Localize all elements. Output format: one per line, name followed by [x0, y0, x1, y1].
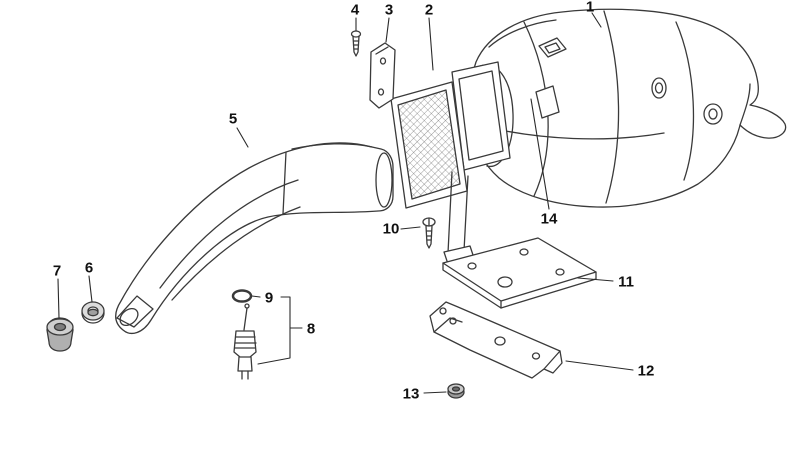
- screw-10: [422, 217, 436, 249]
- mounting-bracket-3: [369, 42, 396, 109]
- air-filter-housing: [469, 8, 787, 208]
- callout-2: 2: [424, 1, 434, 19]
- housing-detail-14: [535, 85, 560, 119]
- callout-4: 4: [350, 1, 360, 19]
- callout-14: 14: [540, 210, 558, 228]
- snorkel-tip: [116, 295, 154, 328]
- callout-12: 12: [637, 362, 655, 380]
- callout-8: 8: [306, 320, 316, 338]
- grommet-13: [447, 383, 465, 399]
- air-filter-element: [390, 81, 468, 209]
- callout-10: 10: [382, 220, 400, 238]
- o-ring-9: [231, 289, 253, 303]
- callout-1: 1: [585, 0, 595, 16]
- leader-lines: [57, 12, 634, 394]
- callout-9: 9: [264, 289, 274, 307]
- callout-3: 3: [384, 1, 394, 19]
- intake-snorkel: [114, 142, 394, 334]
- washer-6: [81, 301, 105, 324]
- temperature-sensor-8: [233, 303, 257, 380]
- callout-11: 11: [618, 273, 634, 291]
- lower-bracket-12: [429, 301, 563, 379]
- screw-4: [350, 30, 362, 57]
- callout-5: 5: [228, 110, 238, 128]
- housing-hole: [651, 77, 667, 99]
- housing-boss: [703, 103, 723, 125]
- housing-latch: [538, 37, 567, 58]
- callout-6: 6: [84, 259, 94, 277]
- grommet-7: [46, 317, 74, 352]
- callout-13: 13: [402, 385, 420, 403]
- callout-7: 7: [52, 262, 62, 280]
